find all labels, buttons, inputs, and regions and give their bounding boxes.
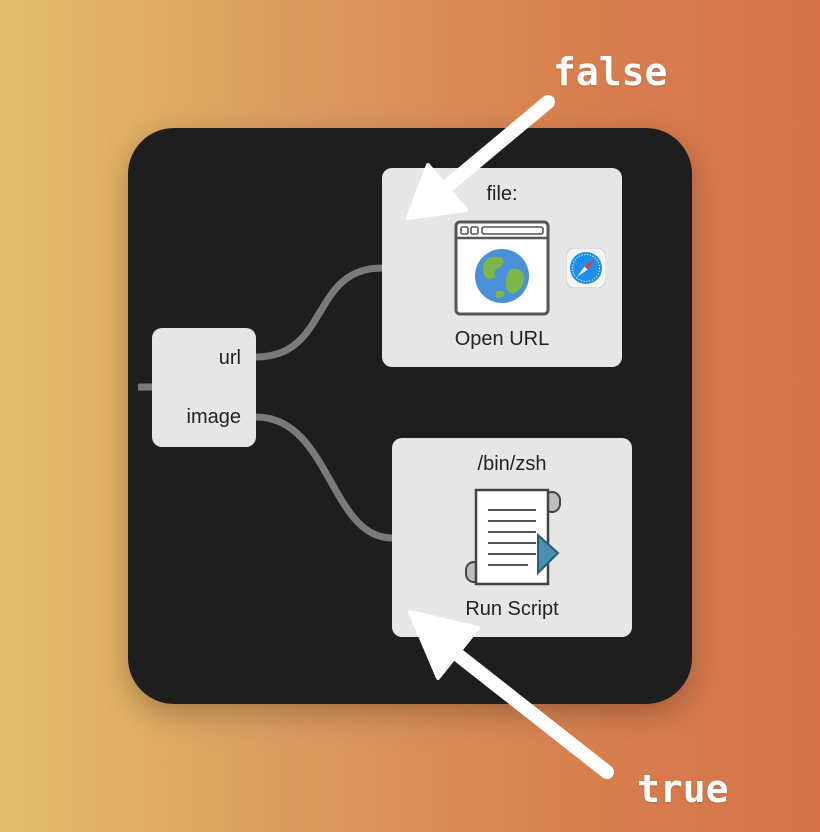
action-subtitle: /bin/zsh (477, 453, 547, 475)
action-title: Open URL (454, 328, 550, 350)
port-url-label: url (218, 347, 241, 369)
run-script-action[interactable]: /bin/zsh Run Script (392, 438, 632, 637)
action-title: Run Script (465, 598, 559, 620)
script-scroll-icon (464, 488, 564, 588)
action-subtitle: file: (486, 183, 518, 205)
port-image-label: image (186, 406, 241, 428)
browser-globe-icon (454, 220, 550, 316)
router-node[interactable]: url image (152, 328, 256, 447)
true-label: true (637, 767, 729, 811)
image-wire (252, 413, 396, 542)
false-label: false (553, 50, 668, 94)
safari-compass-icon (565, 247, 607, 289)
open-url-action[interactable]: file: Open URL (382, 168, 622, 367)
url-wire (252, 264, 386, 361)
